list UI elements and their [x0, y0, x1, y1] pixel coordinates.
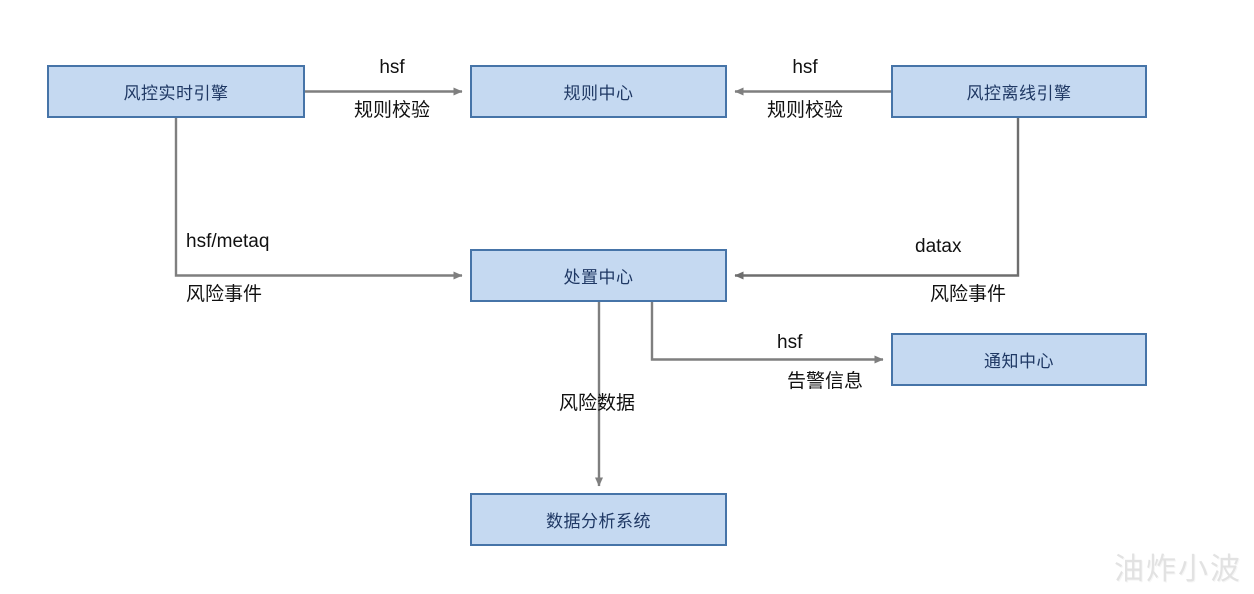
- edge-offline-to-disposal: [734, 118, 1020, 280]
- edge-label-payload-disposal-to-analysis: 风险数据: [558, 393, 636, 414]
- edge-label-protocol-offline-to-disposal: datax: [915, 236, 962, 257]
- edge-label-protocol-realtime-to-rule: hsf: [379, 57, 405, 78]
- node-offline-engine[interactable]: 风控离线引擎: [891, 65, 1147, 118]
- node-label: 规则中心: [563, 84, 634, 103]
- node-rule-center[interactable]: 规则中心: [470, 65, 727, 118]
- node-label: 风控实时引擎: [123, 84, 229, 103]
- node-label: 通知中心: [984, 352, 1054, 371]
- edge-label-protocol-disposal-to-notify: hsf: [777, 332, 803, 353]
- edge-disposal-to-notify: [650, 302, 884, 364]
- node-analysis-system[interactable]: 数据分析系统: [470, 493, 727, 546]
- edge-label-payload-realtime-to-disposal: 风险事件: [186, 284, 263, 305]
- edge-label-payload-disposal-to-notify: 告警信息: [787, 371, 864, 392]
- watermark: 油炸小波: [1114, 553, 1242, 586]
- edge-realtime-to-disposal: [174, 118, 463, 280]
- edge-label-payload-offline-to-rule: 规则校验: [766, 100, 844, 121]
- edge-label-protocol-realtime-to-disposal: hsf/metaq: [186, 231, 270, 252]
- node-realtime-engine[interactable]: 风控实时引擎: [47, 65, 305, 118]
- edge-label-payload-offline-to-disposal: 风险事件: [930, 284, 1007, 305]
- edge-label-payload-realtime-to-rule: 规则校验: [353, 100, 431, 121]
- node-disposal-center[interactable]: 处置中心: [470, 249, 727, 302]
- edge-label-protocol-offline-to-rule: hsf: [792, 57, 818, 78]
- node-label: 处置中心: [563, 268, 634, 287]
- node-notify-center[interactable]: 通知中心: [891, 333, 1147, 386]
- node-label: 数据分析系统: [546, 512, 651, 531]
- node-label: 风控离线引擎: [966, 84, 1072, 103]
